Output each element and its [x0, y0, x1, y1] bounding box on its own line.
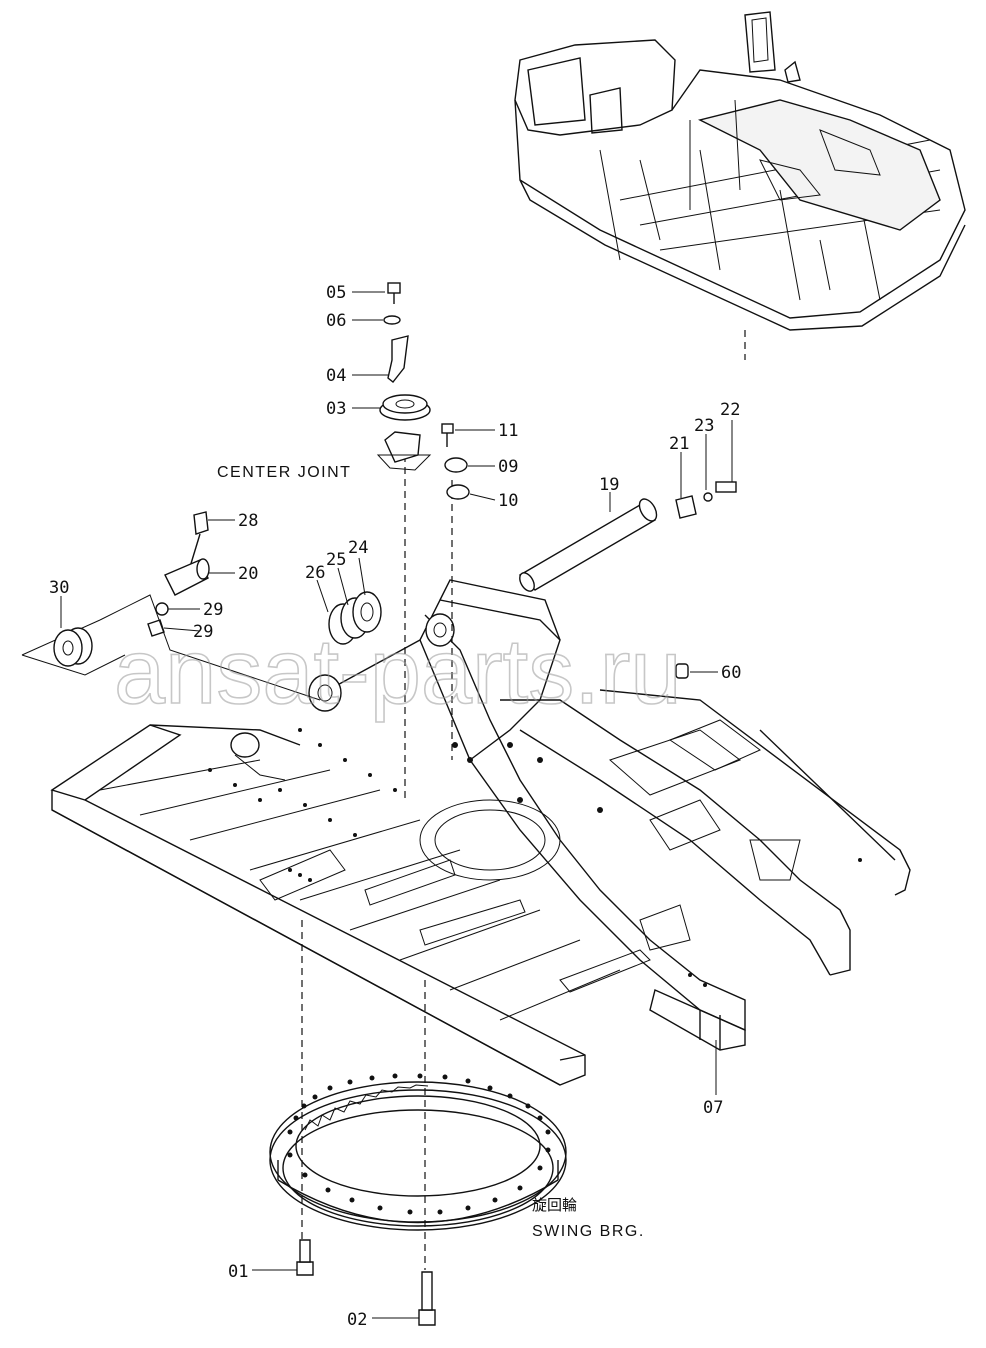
- bearing-bolts: [296, 1239, 436, 1326]
- plug-60: [675, 663, 689, 679]
- callout-leaders: [60, 291, 733, 1319]
- callout-04: 04: [326, 366, 346, 386]
- boom-pin-parts: [21, 511, 321, 701]
- callout-21: 21: [669, 434, 689, 454]
- swing-bearing-caption-jp: 旋回輪: [532, 1196, 577, 1214]
- callout-03: 03: [326, 399, 346, 419]
- assembly-leader-lines: [301, 330, 746, 1270]
- callout-01: 01: [228, 1262, 248, 1282]
- swing-bearing-illustration: [269, 1073, 567, 1231]
- pin-19-illustration: [518, 498, 658, 592]
- callout-20: 20: [238, 564, 258, 584]
- callout-25: 25: [326, 550, 346, 570]
- callout-11: 11: [498, 421, 518, 441]
- excavator-overview-illustration: [514, 11, 966, 331]
- swing-bearing-caption-en: SWING BRG.: [532, 1223, 645, 1240]
- callout-29-a: 29: [203, 600, 223, 620]
- callout-05: 05: [326, 283, 346, 303]
- callout-30: 30: [49, 578, 69, 598]
- callout-19: 19: [599, 475, 619, 495]
- callout-60: 60: [721, 663, 741, 683]
- callout-23: 23: [694, 416, 714, 436]
- callout-06: 06: [326, 311, 346, 331]
- watermark-text: ansat-parts.ru: [114, 621, 682, 723]
- callout-09: 09: [498, 457, 518, 477]
- center-joint-caption: CENTER JOINT: [217, 464, 351, 481]
- shim-rings: [328, 591, 382, 645]
- callout-29-b: 29: [193, 622, 213, 642]
- callout-10: 10: [498, 491, 518, 511]
- callout-22: 22: [720, 400, 740, 420]
- upper-frame-illustration: [50, 579, 911, 1086]
- callout-02: 02: [347, 1310, 367, 1330]
- callout-07: 07: [703, 1098, 723, 1118]
- stopper-parts: [675, 481, 737, 519]
- callout-24: 24: [348, 538, 368, 558]
- center-joint-parts: [376, 282, 470, 500]
- callout-28: 28: [238, 511, 258, 531]
- callout-26: 26: [305, 563, 325, 583]
